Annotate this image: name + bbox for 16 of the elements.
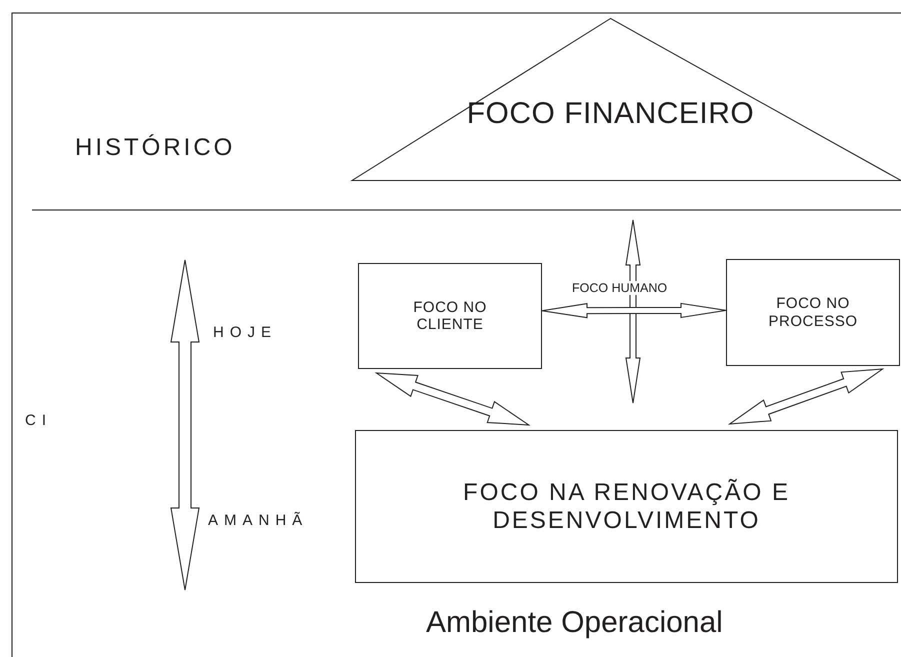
node-text: FOCO NO PROCESSO xyxy=(767,295,859,330)
double-arrow xyxy=(728,368,884,425)
footer-label: Ambiente Operacional xyxy=(426,606,723,640)
process-box xyxy=(355,430,898,583)
time-label: HOJE xyxy=(213,324,278,341)
process-box xyxy=(358,263,542,369)
section-label: HISTÓRICO xyxy=(75,134,236,162)
double-arrow xyxy=(542,302,726,318)
process-box xyxy=(726,259,900,366)
axis-label: CI xyxy=(25,412,52,429)
node-text: FOCO NA RENOVAÇÃO E DESENVOLVIMENTO xyxy=(462,478,791,534)
time-label: AMANHÃ xyxy=(208,512,308,529)
node-text: FOCO NO CLIENTE xyxy=(412,298,488,334)
edge-label: FOCO HUMANO xyxy=(571,280,668,295)
node-text: FOCO FINANCEIRO xyxy=(466,96,756,132)
double-arrow xyxy=(374,372,531,426)
